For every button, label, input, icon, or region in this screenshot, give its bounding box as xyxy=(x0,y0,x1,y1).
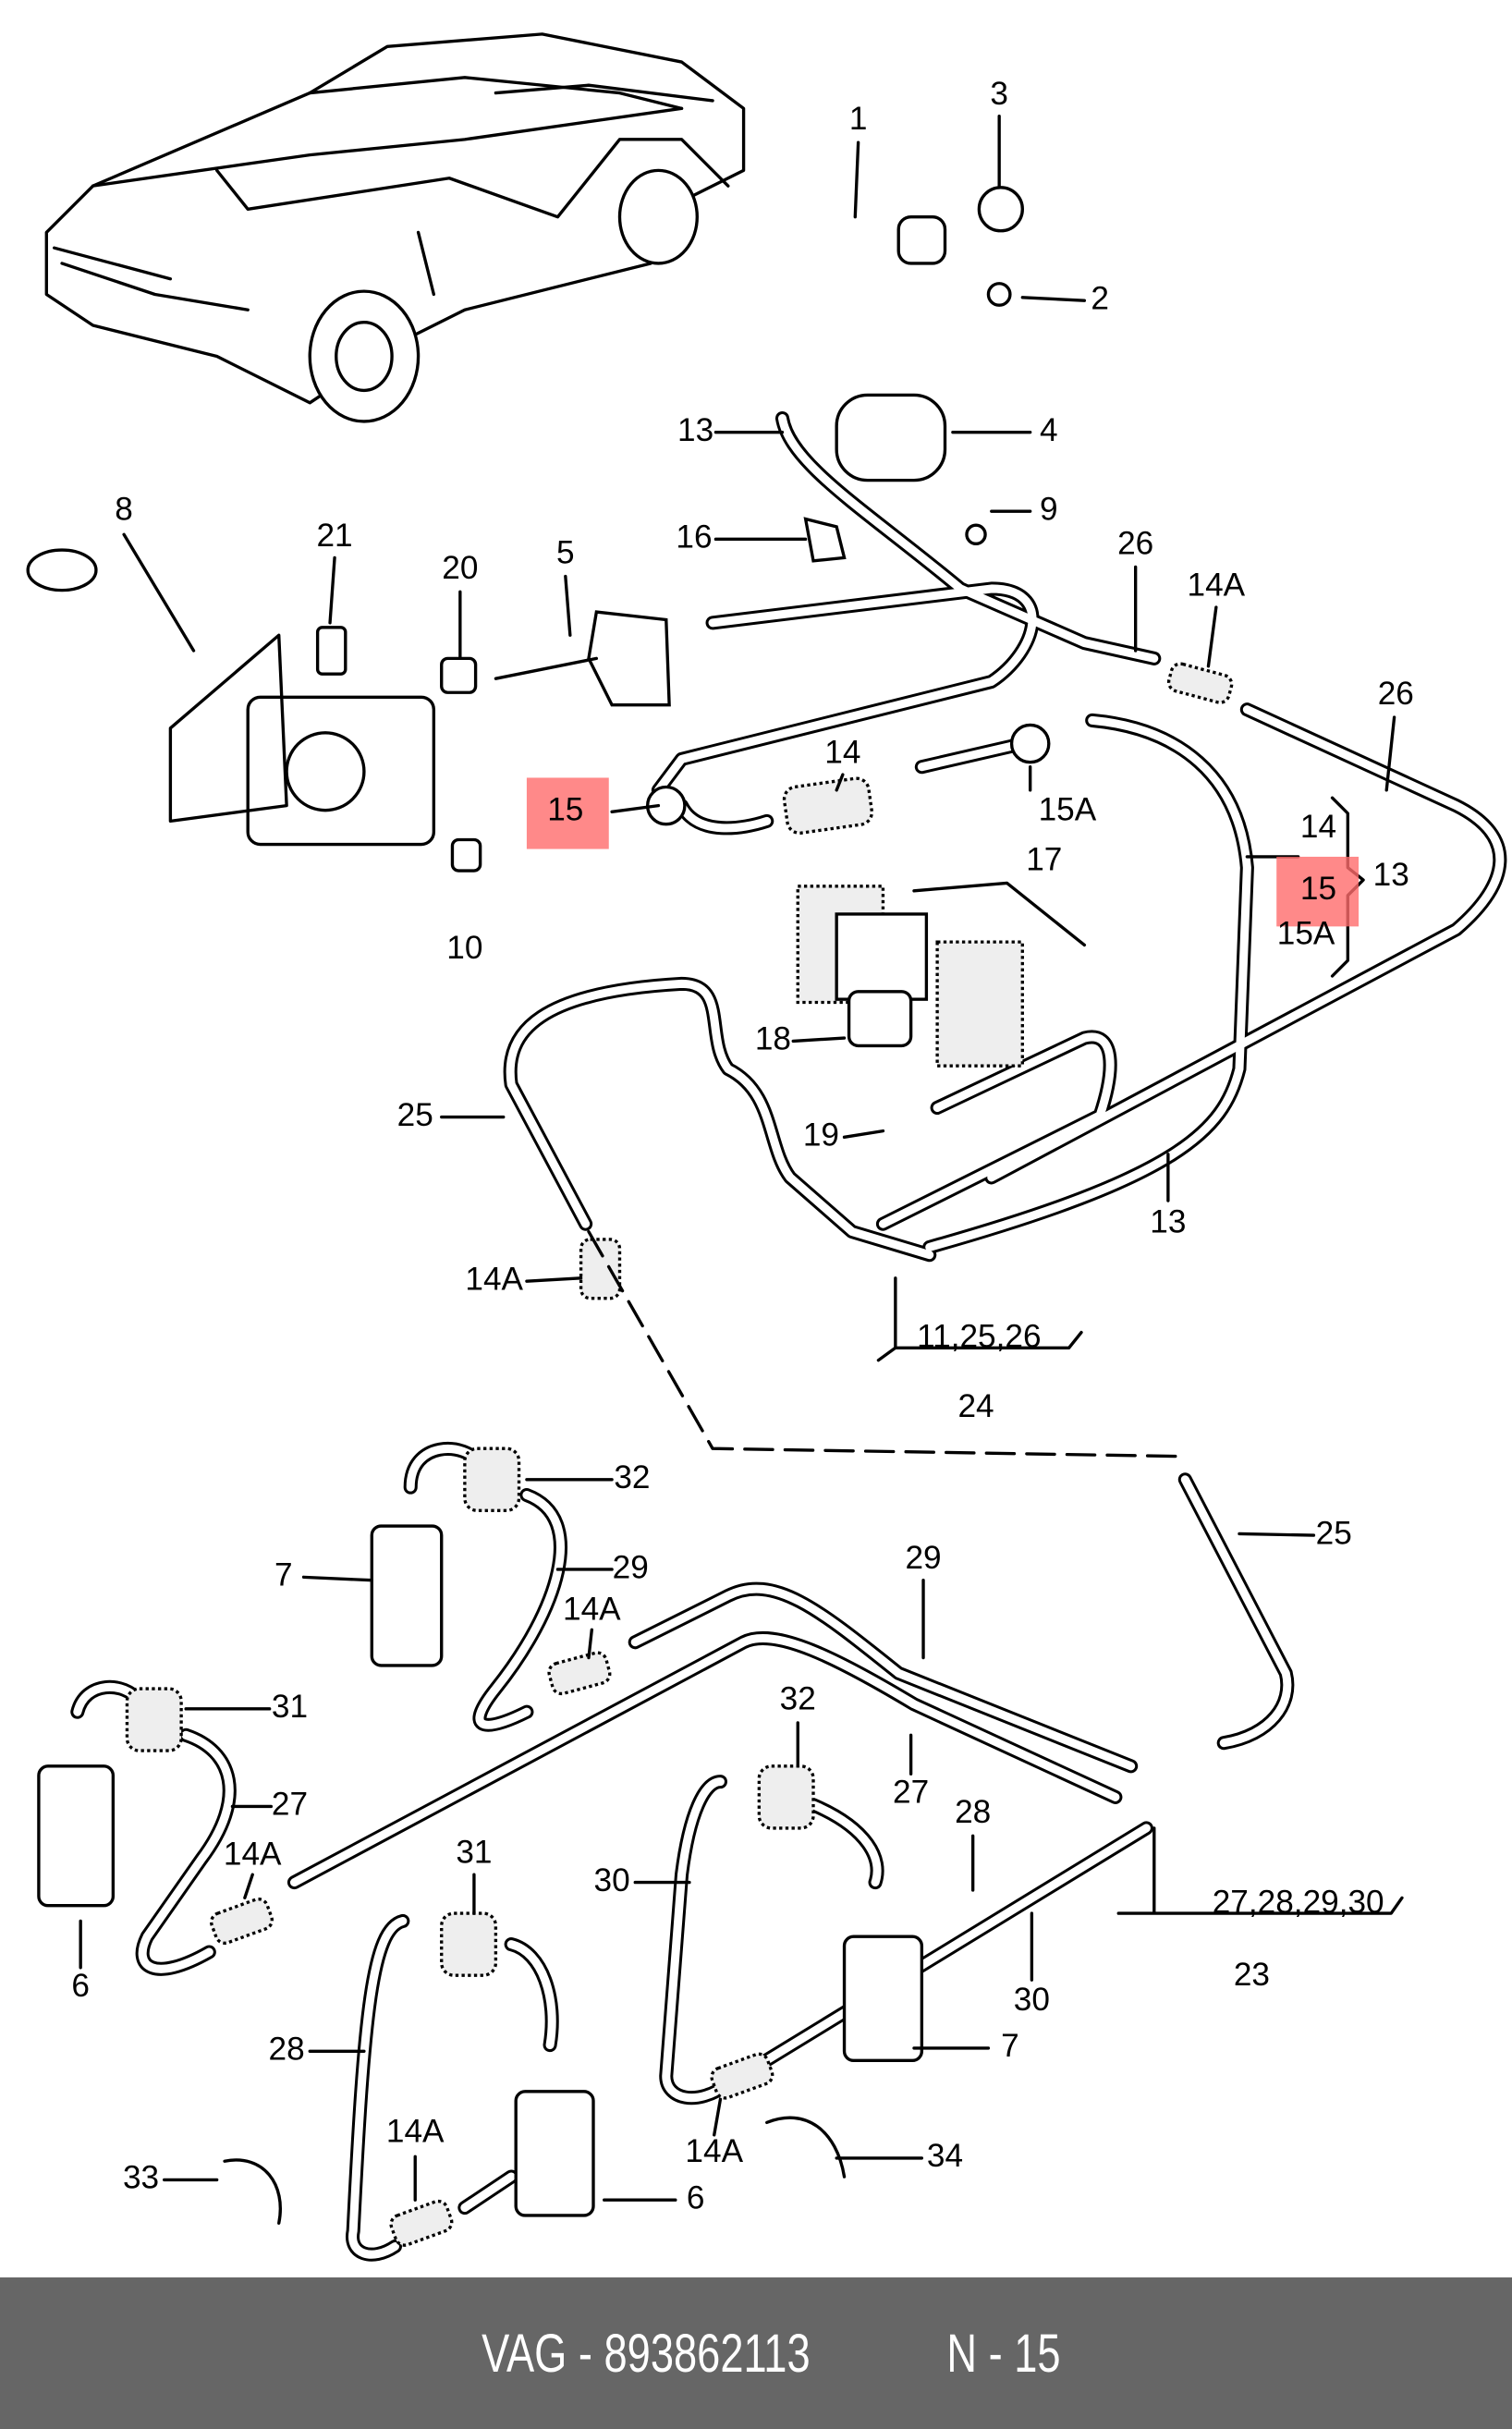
hose-inner xyxy=(677,801,772,833)
callout-label: 24 xyxy=(957,1388,994,1424)
callout-label: 13 xyxy=(1373,857,1409,893)
callout-label: 14 xyxy=(824,735,860,771)
hose-inner xyxy=(653,584,1037,795)
callout-label: 19 xyxy=(803,1117,839,1153)
callout-label: 17 xyxy=(1026,841,1062,877)
hoses xyxy=(70,411,1507,2262)
hose-inner xyxy=(809,1800,882,1887)
callout-label: 6 xyxy=(687,2179,705,2215)
highlight-box-15 xyxy=(1276,856,1360,927)
hose xyxy=(1177,1472,1295,1751)
callout-label: 25 xyxy=(397,1097,433,1133)
callout-label: 5 xyxy=(556,534,575,570)
callout-label: 3 xyxy=(990,76,1008,112)
hose-inner xyxy=(878,1032,1115,1228)
callout-label: 32 xyxy=(614,1459,650,1495)
callout-label: 11,25,26 xyxy=(917,1319,1041,1355)
highlight-box-15 xyxy=(526,777,609,849)
callout-label: 14 xyxy=(1300,809,1336,845)
callout-label: 33 xyxy=(123,2160,159,2196)
callout-label: 15A xyxy=(1039,792,1097,828)
callout-label: 14A xyxy=(465,1262,523,1298)
hose-inner xyxy=(460,2172,516,2213)
callout-label: 29 xyxy=(613,1549,649,1585)
highlights xyxy=(526,777,1360,927)
hose-inner xyxy=(630,1584,1136,1771)
callout-label: 30 xyxy=(594,1862,630,1898)
callout-label: 29 xyxy=(905,1540,941,1576)
callout-label: 9 xyxy=(1040,491,1058,527)
hose-inner xyxy=(348,1916,408,2259)
callout-label: 27,28,29,30 xyxy=(1213,1884,1384,1920)
callout-label: 14A xyxy=(224,1836,282,1872)
hose-inner xyxy=(475,1490,565,1729)
callout-label: 6 xyxy=(71,1968,90,2004)
callout-label: 15 xyxy=(1300,871,1336,907)
parts xyxy=(26,186,1234,2247)
callout-label: 25 xyxy=(1316,1515,1352,1551)
hose-inner xyxy=(138,1730,234,1973)
callout-label: 15A xyxy=(1277,916,1335,952)
callout-label: 20 xyxy=(442,550,478,586)
callout-label: 18 xyxy=(755,1021,791,1057)
callout-label: 31 xyxy=(272,1689,308,1725)
callout-label: 16 xyxy=(676,519,712,555)
hose-inner xyxy=(506,1940,556,2050)
hose-inner xyxy=(987,705,1505,1182)
part-number: VAG - 893862113 xyxy=(482,2323,811,2384)
callout-label: 27 xyxy=(893,1774,929,1810)
callout-label: 13 xyxy=(1150,1203,1186,1239)
footer-bar: VAG - 893862113 N - 15 xyxy=(0,2277,1512,2429)
diagram-position: N - 15 xyxy=(946,2323,1061,2384)
callout-label: 32 xyxy=(780,1681,816,1717)
callout-label: 7 xyxy=(274,1557,293,1593)
hose-inner xyxy=(289,1633,1120,1887)
callout-label: 23 xyxy=(1234,1957,1270,1993)
callout-label: 14A xyxy=(563,1592,621,1628)
callout-label: 13 xyxy=(677,412,713,448)
callout-label: 14A xyxy=(685,2133,743,2169)
hose-inner xyxy=(777,414,1159,663)
leader-lines xyxy=(79,115,1404,2202)
callout-label: 10 xyxy=(446,930,482,966)
hose-inner xyxy=(925,715,1251,1251)
callout-label: 15 xyxy=(547,792,583,828)
callout-label: 14A xyxy=(1188,568,1246,604)
hose-inner xyxy=(1180,1475,1292,1748)
callout-label: 27 xyxy=(272,1787,308,1823)
callout-label: 28 xyxy=(955,1794,991,1830)
callout-label: 26 xyxy=(1117,525,1153,561)
callout-label: 26 xyxy=(1378,676,1414,712)
callout-label: 31 xyxy=(456,1835,492,1871)
callout-label: 2 xyxy=(1091,280,1109,316)
callout-label: 1 xyxy=(849,101,868,137)
callout-label: 8 xyxy=(115,491,133,527)
callout-label: 14A xyxy=(386,2113,445,2149)
hose xyxy=(287,1630,1123,1890)
callout-label: 4 xyxy=(1040,412,1058,448)
callout-label: 28 xyxy=(269,2032,305,2068)
hose-inner xyxy=(662,1777,1151,2103)
callout-label: 7 xyxy=(1001,2028,1019,2064)
car-illustration xyxy=(44,32,746,423)
callout-label: 34 xyxy=(927,2138,963,2174)
callout-label: 30 xyxy=(1014,1982,1050,2018)
hose-inner xyxy=(506,979,934,1260)
hose-inner xyxy=(917,739,1027,772)
callout-label: 21 xyxy=(316,518,352,554)
